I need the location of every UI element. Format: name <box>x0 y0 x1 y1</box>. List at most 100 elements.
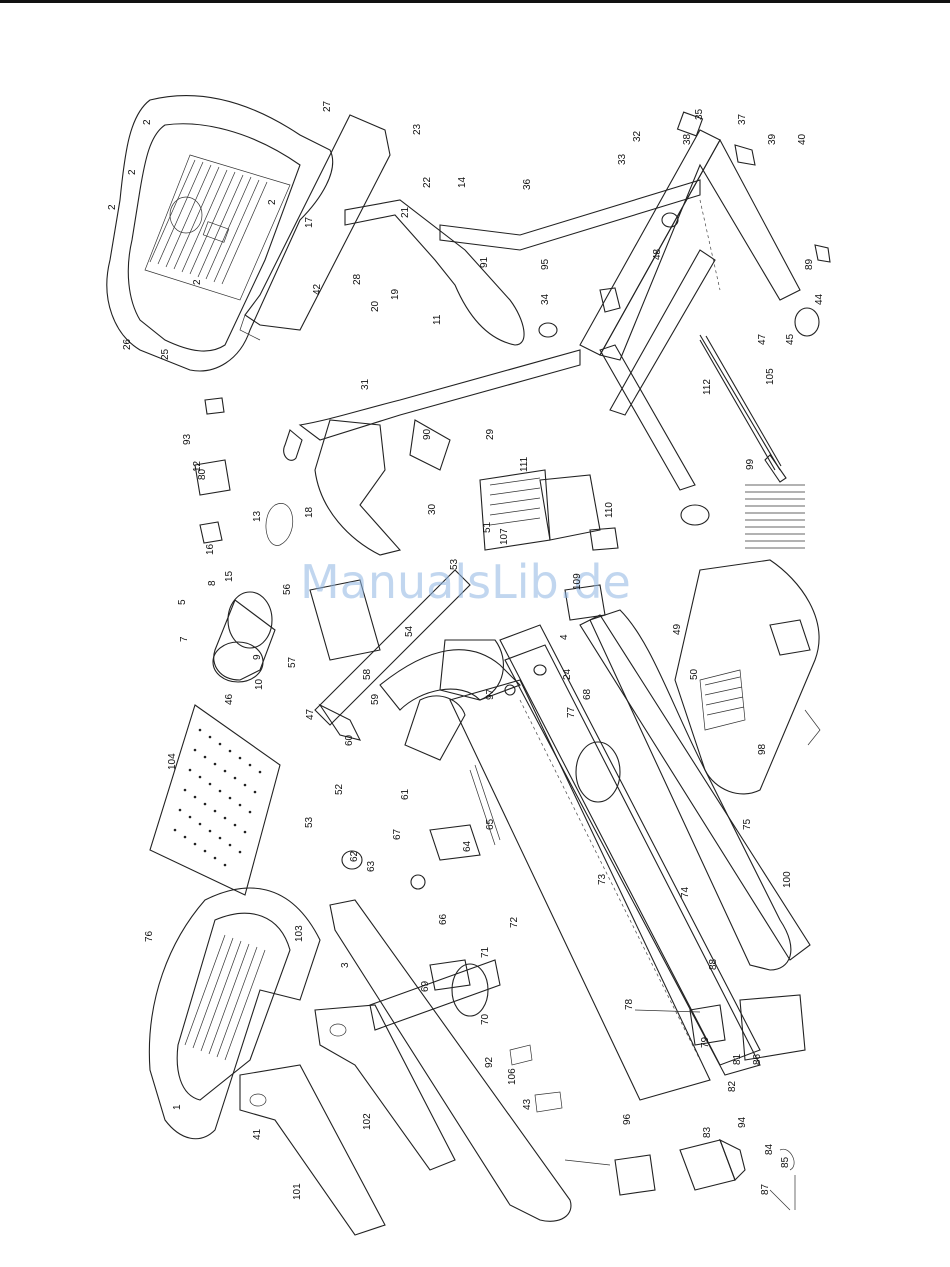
part-number-callout: 44 <box>814 293 825 305</box>
part-number-callout: 27 <box>322 100 333 112</box>
part-number-callout: 85 <box>780 1156 791 1168</box>
part-number-callout: 20 <box>370 300 381 312</box>
part-number-callout: 60 <box>344 734 355 746</box>
console-assembly <box>106 95 391 372</box>
part-number-callout: 13 <box>252 510 263 522</box>
page-top-rule <box>0 0 950 3</box>
part-number-callout: 107 <box>499 528 510 545</box>
motor-assembly <box>194 397 619 683</box>
part-number-callout: 49 <box>672 623 683 635</box>
part-number-callout: 7 <box>179 636 190 642</box>
part-number-callout: 15 <box>224 570 235 582</box>
part-number-callout: 17 <box>304 216 315 228</box>
part-number-callout: 82 <box>727 1080 738 1092</box>
part-number-callout: 48 <box>652 248 663 260</box>
part-number-callout: 68 <box>582 688 593 700</box>
part-number-callout: 40 <box>797 133 808 145</box>
part-number-callout: 59 <box>370 693 381 705</box>
front-covers-and-rails <box>148 887 456 1236</box>
part-number-callout: 5 <box>177 599 188 605</box>
part-number-callout: 3 <box>340 962 351 968</box>
part-number-callout: 52 <box>334 783 345 795</box>
part-number-callout: 51 <box>482 521 493 533</box>
upper-frame <box>538 111 831 526</box>
part-number-callout: 28 <box>352 273 363 285</box>
part-number-callout: 96 <box>622 1113 633 1125</box>
part-number-callout: 66 <box>438 913 449 925</box>
part-number-callout: 73 <box>597 873 608 885</box>
part-number-callout: 38 <box>682 133 693 145</box>
part-number-callout: 2 <box>107 204 118 210</box>
part-number-callout: 37 <box>737 113 748 125</box>
part-number-callout: 30 <box>427 503 438 515</box>
part-number-callout: 70 <box>480 1013 491 1025</box>
part-number-callout: 18 <box>304 506 315 518</box>
part-number-callout: 86 <box>752 1053 763 1065</box>
part-number-callout: 105 <box>765 368 776 385</box>
part-number-callout: 103 <box>294 925 305 942</box>
watermark: ManualsLib.de <box>300 555 631 609</box>
part-number-callout: 53 <box>304 816 315 828</box>
part-number-callout: 62 <box>349 850 360 862</box>
motor-hood-vents <box>173 728 262 867</box>
part-number-callout: 63 <box>366 860 377 872</box>
part-number-callout: 112 <box>702 379 713 395</box>
part-number-callout: 39 <box>767 133 778 145</box>
part-number-callout: 58 <box>362 668 373 680</box>
part-number-callout: 110 <box>604 502 615 518</box>
part-number-callout: 10 <box>254 678 265 690</box>
part-number-callout: 101 <box>292 1183 303 1200</box>
part-number-callout: 56 <box>282 583 293 595</box>
part-number-callout: 87 <box>760 1183 771 1195</box>
part-number-callout: 25 <box>160 348 171 360</box>
part-number-callout: 36 <box>522 178 533 190</box>
part-number-callout: 2 <box>192 279 203 285</box>
part-number-callout: 95 <box>540 258 551 270</box>
part-number-callout: 100 <box>782 871 793 888</box>
part-number-callout: 88 <box>708 958 719 970</box>
part-number-callout: 24 <box>562 668 573 680</box>
part-number-callout: 98 <box>757 743 768 755</box>
small-parts <box>429 709 821 1211</box>
part-number-callout: 74 <box>680 886 691 898</box>
part-number-callout: 90 <box>422 428 433 440</box>
part-number-callout: 9 <box>252 654 263 660</box>
deck-and-rails <box>329 609 811 1222</box>
part-number-callout: 12 <box>192 460 203 472</box>
part-number-callout: 76 <box>144 930 155 942</box>
part-number-callout: 2 <box>127 169 138 175</box>
part-number-callout: 8 <box>207 580 218 586</box>
part-number-callout: 4 <box>559 634 570 640</box>
part-number-callout: 31 <box>360 378 371 390</box>
part-number-callout: 69 <box>420 980 431 992</box>
part-number-callout: 16 <box>205 543 216 555</box>
part-number-callout: 89 <box>804 258 815 270</box>
part-number-callout: 67 <box>392 828 403 840</box>
part-number-callout: 54 <box>404 625 415 637</box>
part-number-callout: 77 <box>566 706 577 718</box>
part-number-callout: 79 <box>700 1036 711 1048</box>
part-number-callout: 32 <box>632 130 643 142</box>
part-number-callout: 92 <box>484 1056 495 1068</box>
part-number-callout: 23 <box>412 123 423 135</box>
part-number-callout: 43 <box>522 1098 533 1110</box>
part-number-callout: 35 <box>694 108 705 120</box>
part-number-callout: 91 <box>479 256 490 268</box>
part-number-callout: 80 <box>197 468 208 480</box>
part-number-callout: 34 <box>540 293 551 305</box>
part-number-callout: 104 <box>167 753 178 770</box>
part-number-callout: 45 <box>785 333 796 345</box>
part-number-callout: 111 <box>519 456 530 472</box>
part-number-callout: 11 <box>432 314 443 325</box>
part-number-callout: 14 <box>457 176 468 188</box>
part-number-callout: 2 <box>142 119 153 125</box>
part-number-callout: 57 <box>287 656 298 668</box>
part-number-callout: 102 <box>362 1113 373 1130</box>
part-number-callout: 41 <box>252 1128 263 1140</box>
part-number-callout: 94 <box>737 1116 748 1128</box>
part-number-callout: 47 <box>757 333 768 345</box>
part-number-callout: 75 <box>742 818 753 830</box>
part-number-callout: 53 <box>449 558 460 570</box>
